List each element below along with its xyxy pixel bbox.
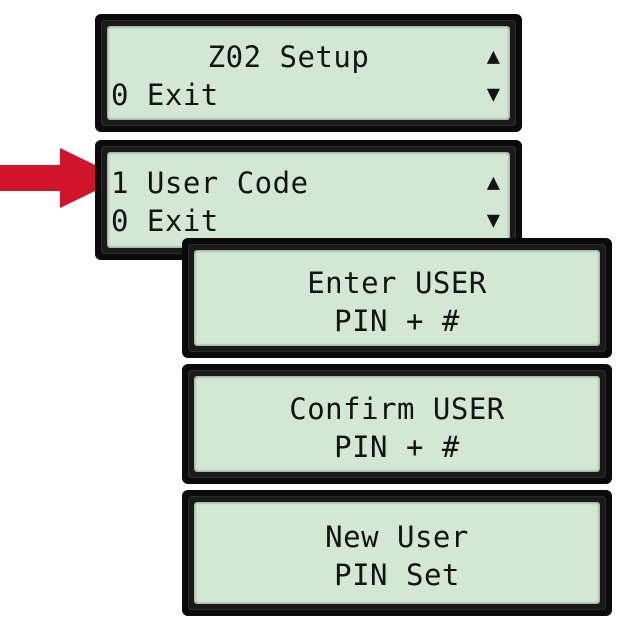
lcd-line-1: Z02 Setup bbox=[207, 40, 370, 74]
lcd-screen-confirm-pin: Confirm USER PIN + # bbox=[182, 364, 612, 484]
lcd-display: Enter USER PIN + # bbox=[194, 250, 600, 346]
up-triangle-icon: ▲ bbox=[486, 44, 500, 69]
up-triangle-icon: ▲ bbox=[486, 170, 500, 195]
lcd-display: New User PIN Set bbox=[194, 502, 600, 604]
right-arrow-icon bbox=[0, 148, 122, 208]
lcd-screen-enter-pin: Enter USER PIN + # bbox=[182, 238, 612, 358]
lcd-line-2: 0 Exit bbox=[111, 78, 219, 112]
lcd-screen-new-pin-set: New User PIN Set bbox=[182, 490, 612, 616]
down-triangle-icon: ▼ bbox=[486, 82, 500, 107]
lcd-line-1: 1 User Code bbox=[111, 166, 309, 200]
lcd-display: Confirm USER PIN + # bbox=[194, 376, 600, 472]
lcd-screen-setup: Z02 Setup ▲ 0 Exit ▼ bbox=[95, 14, 522, 132]
lcd-line-2: PIN + # bbox=[334, 304, 460, 338]
lcd-line-2: PIN + # bbox=[334, 430, 460, 464]
lcd-line-2: 0 Exit bbox=[111, 204, 219, 238]
lcd-line-1: New User bbox=[325, 520, 469, 554]
down-triangle-icon: ▼ bbox=[486, 208, 500, 233]
lcd-line-1: Confirm USER bbox=[289, 392, 505, 426]
lcd-line-1: Enter USER bbox=[307, 266, 487, 300]
lcd-display: 1 User Code ▲ 0 Exit ▼ bbox=[107, 152, 510, 248]
lcd-display: Z02 Setup ▲ 0 Exit ▼ bbox=[107, 26, 510, 120]
lcd-line-2: PIN Set bbox=[334, 558, 460, 592]
